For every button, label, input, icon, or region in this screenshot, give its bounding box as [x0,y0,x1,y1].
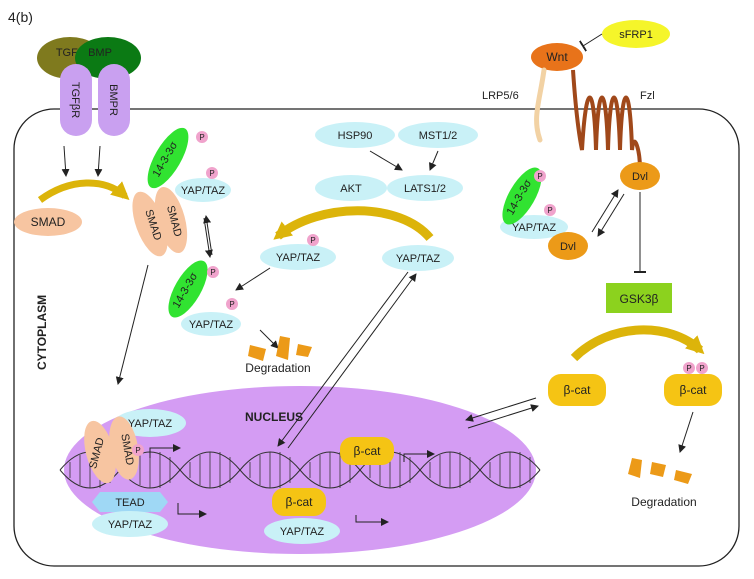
degradation-label-right: Degradation [631,495,696,509]
nuclear-bcat-upper: β-cat [340,437,394,465]
svg-text:YAP/TAZ: YAP/TAZ [280,526,324,538]
eq-arrow-down [203,217,213,258]
bcat-phospho [664,374,722,406]
cytoplasm-label: CYTOPLASM [35,295,49,370]
svg-text:P: P [135,446,140,455]
akt-label: AKT [340,183,362,195]
dvl-membrane [620,162,660,190]
yap-phospho-label: YAP/TAZ [276,252,320,264]
svg-text:P: P [209,169,214,178]
fzl-receptor [571,69,642,171]
gsk3b [606,283,672,313]
akt [315,175,387,201]
gsk3b-label: GSK3β [620,292,659,306]
eq-dvl-down [597,193,625,237]
svg-text:P: P [199,133,204,142]
arrow-yap-to-1433 [235,267,271,291]
bcat-cytoplasm [548,374,606,406]
nuclear-smad-yap: YAP/TAZ SMAD SMAD P [84,409,186,484]
lats-label: LATS1/2 [404,183,446,195]
wnt-label: Wnt [546,50,568,64]
yap-free-label: YAP/TAZ [396,253,440,265]
nuclear-bcat-yap: β-cat YAP/TAZ [264,488,340,544]
svg-text:P: P [229,300,234,309]
svg-text:SMAD: SMAD [118,433,135,466]
lats [387,175,463,201]
curved-arrow-lats [273,206,434,242]
svg-text:TEAD: TEAD [115,497,144,509]
smad-yap-complex: SMAD SMAD YAP/TAZ 14-3-3σ P P [132,127,231,257]
sfrp1 [602,20,670,48]
tgfbr-receptor [60,64,92,136]
arrow-smad-to-nucleus [115,264,149,385]
svg-text:YAP/TAZ: YAP/TAZ [181,185,225,197]
smad-free-label: SMAD [31,215,66,229]
sfrp1-label: sFRP1 [619,29,653,41]
arrow-bcat-into-nucleus [465,397,537,422]
lrp-label: LRP5/6 [482,90,519,102]
degradation-fragments-right [628,458,692,484]
yap-phospho-p [307,234,319,246]
nucleus-label: NUCLEUS [245,410,303,424]
svg-text:YAP/TAZ: YAP/TAZ [512,222,556,234]
svg-text:P: P [537,172,542,181]
bcat-phospho-p2 [696,362,708,374]
bmpr-receptor [98,64,130,136]
eq-dvl-up [591,189,619,233]
curved-arrow-gsk [570,325,705,362]
fzl-label: Fzl [640,90,655,102]
curved-arrow-smad [37,179,130,203]
svg-text:YAP/TAZ: YAP/TAZ [189,319,233,331]
svg-text:YAP/TAZ: YAP/TAZ [108,519,152,531]
dvl-membrane-label: Dvl [632,171,648,183]
s1433-yap-lower: YAP/TAZ 14-3-3σ P P [168,260,241,336]
transcription-arrow-2 [177,503,207,518]
transcription-arrow-4 [355,515,389,526]
bcat-phospho-label: β-cat [680,383,708,397]
nuclear-tead-yap: TEAD YAP/TAZ [92,492,168,537]
degradation-fragments-left [248,336,312,361]
bmp-ligand-label: BMP [88,47,112,59]
bcat-phospho-p2-label: P [699,364,704,373]
svg-text:P: P [210,268,215,277]
degradation-label-left: Degradation [245,361,310,375]
cell-membrane [13,108,740,567]
transcription-arrow-3 [403,450,435,462]
smad-free [14,208,82,236]
bcat-cytoplasm-label: β-cat [564,383,592,397]
hsp90-label: HSP90 [338,130,373,142]
svg-text:β-cat: β-cat [354,444,382,458]
svg-text:β-cat: β-cat [286,495,314,509]
eq-arrow-up [203,215,213,256]
yap-phospho [260,244,336,270]
yap-phospho-p-label: P [310,236,315,245]
svg-text:YAP/TAZ: YAP/TAZ [128,418,172,430]
yap-free [382,245,454,271]
bcat-phospho-p1-label: P [686,364,691,373]
arrow-bcat-out-nucleus [467,404,539,429]
hsp90 [315,122,395,148]
transcription-arrow-1 [149,444,181,458]
lrp-receptor [534,67,547,143]
arrow-bcat-degradation [678,411,694,453]
figure-label: 4(b) [8,9,33,25]
arrow-mst-lats [429,150,439,171]
arrow-yap-into-nucleus [277,271,409,447]
svg-text:P: P [547,206,552,215]
mst-label: MST1/2 [419,130,458,142]
bcat-phospho-p1 [683,362,695,374]
arrow-hsp90-lats [369,150,403,171]
svg-text:Dvl: Dvl [560,241,576,253]
arrow-to-degradation-left [259,329,279,349]
arrow-tgfbr-down [61,145,70,177]
mst [398,122,478,148]
arrow-bmpr-down [94,145,103,177]
arrow-yap-out-nucleus [287,273,417,449]
inhibit-sfrp1-wnt [578,33,603,52]
dvl-yap-complex: YAP/TAZ 14-3-3σ P P Dvl [500,167,588,260]
tgfbr-label: TGFβR [69,82,81,118]
bmpr-label: BMPR [107,84,119,116]
wnt-ligand [531,43,583,71]
